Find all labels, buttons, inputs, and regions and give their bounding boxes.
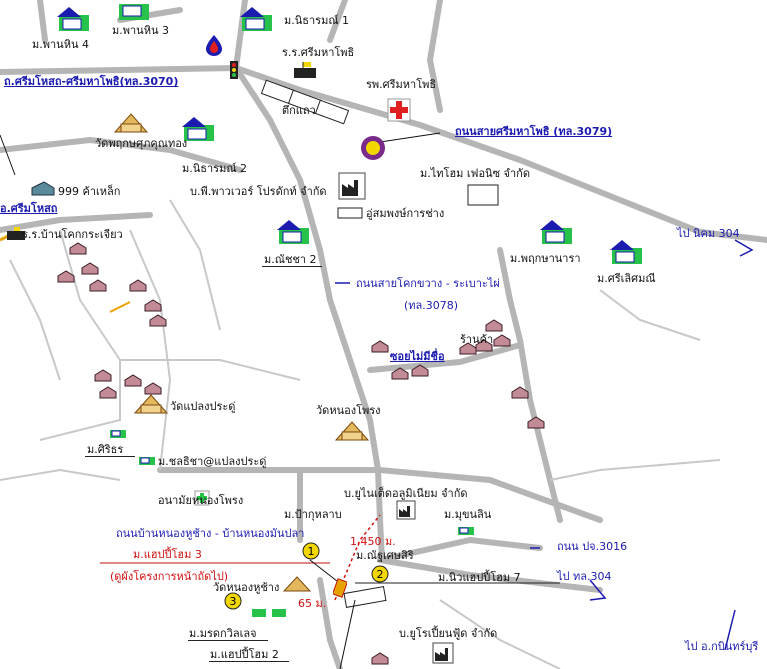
factory-icon bbox=[432, 642, 454, 668]
label-pakulab: ม.ป้ากุหลาบ bbox=[284, 508, 342, 521]
village-icon bbox=[456, 522, 476, 541]
warehouse-icon bbox=[30, 180, 56, 200]
hospital-icon bbox=[387, 98, 411, 126]
school-icon bbox=[292, 60, 318, 84]
label-phanhin3: ม.พานหิน 3 bbox=[112, 24, 169, 37]
label-newhappy7: ม.นิวแฮปปี้โฮม 7 bbox=[438, 571, 521, 584]
label-wat-nongyang: วัดหนองหูช้าง bbox=[213, 581, 280, 594]
village-icon bbox=[238, 5, 278, 39]
temple-icon bbox=[282, 575, 312, 597]
label-road-3078-no[interactable]: (ทล.3078) bbox=[404, 299, 459, 312]
village-icon bbox=[538, 218, 578, 252]
label-sirithon: ม.ศิริธร bbox=[87, 443, 124, 456]
marker-2-label: 2 bbox=[377, 568, 384, 581]
village-icon bbox=[250, 605, 290, 625]
label-survey: (ดูผังโครงการหน้าถัดไป) bbox=[110, 570, 229, 583]
label-dist-1450: 1,450 ม. bbox=[350, 535, 396, 548]
label-road-3070[interactable]: ถ.ศรีมโหสถ-ศรีมหาโพธิ(ทล.3070) bbox=[4, 75, 179, 88]
label-phanhin4: ม.พานหิน 4 bbox=[32, 38, 89, 51]
underline bbox=[85, 456, 135, 457]
label-srimahosot[interactable]: อ.ศรีมโหสถ bbox=[0, 202, 58, 215]
temple-icon bbox=[334, 420, 370, 446]
village-icon bbox=[275, 218, 315, 252]
temple-icon bbox=[133, 393, 169, 419]
label-road-nongyang[interactable]: ถนนบ้านหนองหูช้าง - บ้านหนองมันปลา bbox=[116, 527, 305, 540]
label-happy3: ม.แฮปปี้โฮม 3 bbox=[133, 548, 202, 561]
health-center-icon bbox=[194, 490, 210, 510]
label-school-khok: ร.ร.บ้านโคกกระเจียว bbox=[22, 228, 123, 241]
factory-icon bbox=[338, 172, 366, 204]
label-ranka: ร้านค้า bbox=[460, 333, 494, 346]
village-icon bbox=[180, 115, 220, 149]
label-school-srimaha: ร.ร.ศรีมหาโพธิ bbox=[282, 46, 355, 59]
road-3078 bbox=[233, 65, 385, 563]
label-wat-nongphrong: วัดหนองโพรง bbox=[316, 404, 381, 417]
label-natcha-sesri: ม.ณัฐเศษสิริ bbox=[356, 549, 414, 562]
label-to-prachin[interactable]: ไป อ.กบินทร์บุรี bbox=[685, 640, 759, 653]
school-icon bbox=[6, 226, 26, 245]
label-thaihome: ม.ไทโฮม เฟอนิซ จำกัด bbox=[420, 167, 530, 180]
village-icon bbox=[115, 0, 155, 26]
label-wat-phukun: วัดพฤกษศุภคุณทอง bbox=[95, 137, 188, 150]
project-site-icon bbox=[331, 578, 349, 602]
label-to-304-low[interactable]: ไป ทล.304 bbox=[557, 570, 612, 583]
traffic-light-icon bbox=[229, 60, 239, 84]
marker-3-label: 3 bbox=[230, 595, 237, 608]
gas-station-icon bbox=[203, 33, 225, 61]
label-garage: อู่สมพงษ์การช่าง bbox=[366, 207, 445, 220]
village-icon bbox=[108, 425, 128, 444]
label-steel999: 999 ค้าเหล็ก bbox=[58, 185, 121, 198]
label-road-3079[interactable]: ถนนสายศรีมหาโพธิ (ทล.3079) bbox=[455, 125, 613, 138]
marker-1-label: 1 bbox=[308, 545, 315, 558]
label-nitharn2: ม.นิธารมณ์ 2 bbox=[182, 162, 248, 175]
factory-icon bbox=[396, 500, 416, 524]
village-icon bbox=[55, 5, 95, 39]
label-chonsitha: ม.ชลธิชา@แปลงประดู่ bbox=[158, 455, 267, 468]
label-road-3078[interactable]: ถนนสายโคกขวาง - ระเบาะไผ่ bbox=[356, 277, 500, 290]
label-aluminium: บ.ยูไนเต็ดอลูมิเนียม จำกัด bbox=[344, 487, 468, 500]
label-natcha2: ม.ณัชชา 2 bbox=[264, 253, 317, 266]
label-soi[interactable]: ซอยไม่มีชื่อ bbox=[390, 350, 445, 363]
label-europe: บ.ยูโรเปี้ยนฟู้ด จำกัด bbox=[399, 627, 498, 640]
label-happy2: ม.แฮปปี้โฮม 2 bbox=[210, 648, 279, 661]
emblem-icon bbox=[360, 135, 386, 165]
label-nitharn1: ม.นิธารมณ์ 1 bbox=[284, 14, 350, 27]
label-bp-power: บ.พี.พาวเวอร์ โปรดักท์ จำกัด bbox=[190, 185, 327, 198]
label-wat-plaeng: วัดแปลงประดู่ bbox=[170, 400, 236, 413]
label-hospital: รพ.ศรีมหาโพธิ bbox=[366, 78, 437, 91]
label-sirisom: ม.ศรีเลิศมณี bbox=[597, 272, 656, 285]
underline bbox=[262, 266, 322, 267]
label-phruksa: ม.พฤกษานารา bbox=[510, 252, 581, 265]
label-pj3016[interactable]: ถนน ปจ.3016 bbox=[557, 540, 628, 553]
label-tuekthaew: ตึกแถว bbox=[282, 104, 316, 117]
label-health: อนามัยหนองโพรง bbox=[158, 494, 244, 507]
label-to-304-right[interactable]: ไป นิคม 304 bbox=[677, 227, 740, 240]
label-dist-65: 65 ม. bbox=[298, 597, 327, 610]
underline bbox=[209, 661, 289, 662]
road-3079 bbox=[0, 65, 767, 243]
marker-3[interactable]: 3 bbox=[224, 592, 242, 614]
village-icon bbox=[608, 238, 648, 272]
village-icon bbox=[137, 452, 157, 471]
marker-2[interactable]: 2 bbox=[371, 565, 389, 587]
underline bbox=[188, 640, 268, 641]
label-moradok: ม.มรดกวิลเลจ bbox=[189, 627, 257, 640]
temple-icon bbox=[113, 112, 149, 138]
marker-1[interactable]: 1 bbox=[302, 542, 320, 564]
label-muksin: ม.มุขนลิน bbox=[444, 508, 492, 521]
